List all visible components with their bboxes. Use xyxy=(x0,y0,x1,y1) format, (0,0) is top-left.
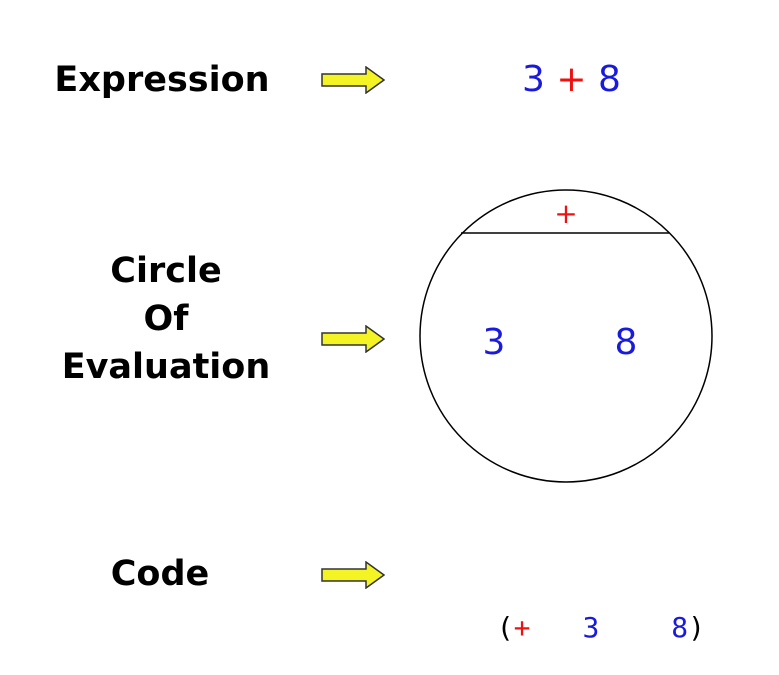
code-value: (+3 8) xyxy=(463,577,705,645)
code-left-operand: 3 xyxy=(582,611,600,644)
expression-left-operand: 3 xyxy=(522,59,545,100)
right-arrow-icon xyxy=(321,561,386,589)
code-close-paren: ) xyxy=(688,611,706,644)
circle-label-line-3: Evaluation xyxy=(61,347,271,387)
evaluation-circle xyxy=(419,189,713,483)
code-open-paren: ( xyxy=(496,611,514,644)
expression-label: Expression xyxy=(54,60,270,100)
right-arrow-icon xyxy=(321,66,386,94)
right-arrow-icon xyxy=(321,325,386,353)
code-label: Code xyxy=(110,554,210,594)
circle-operator: + xyxy=(554,197,577,230)
expression-operator: + xyxy=(556,59,587,100)
circle-label-line-2: Of xyxy=(143,299,189,339)
code-operator: + xyxy=(513,611,531,644)
circle-label-line-1: Circle xyxy=(110,251,222,291)
circle-right-operand: 8 xyxy=(615,322,638,363)
expression-value: 3 + 8 xyxy=(522,60,621,100)
circle-left-operand: 3 xyxy=(483,322,506,363)
code-right-operand: 8 xyxy=(671,611,689,644)
expression-right-operand: 8 xyxy=(597,59,621,100)
circle-of-evaluation-label: Circle Of Evaluation xyxy=(56,247,276,391)
